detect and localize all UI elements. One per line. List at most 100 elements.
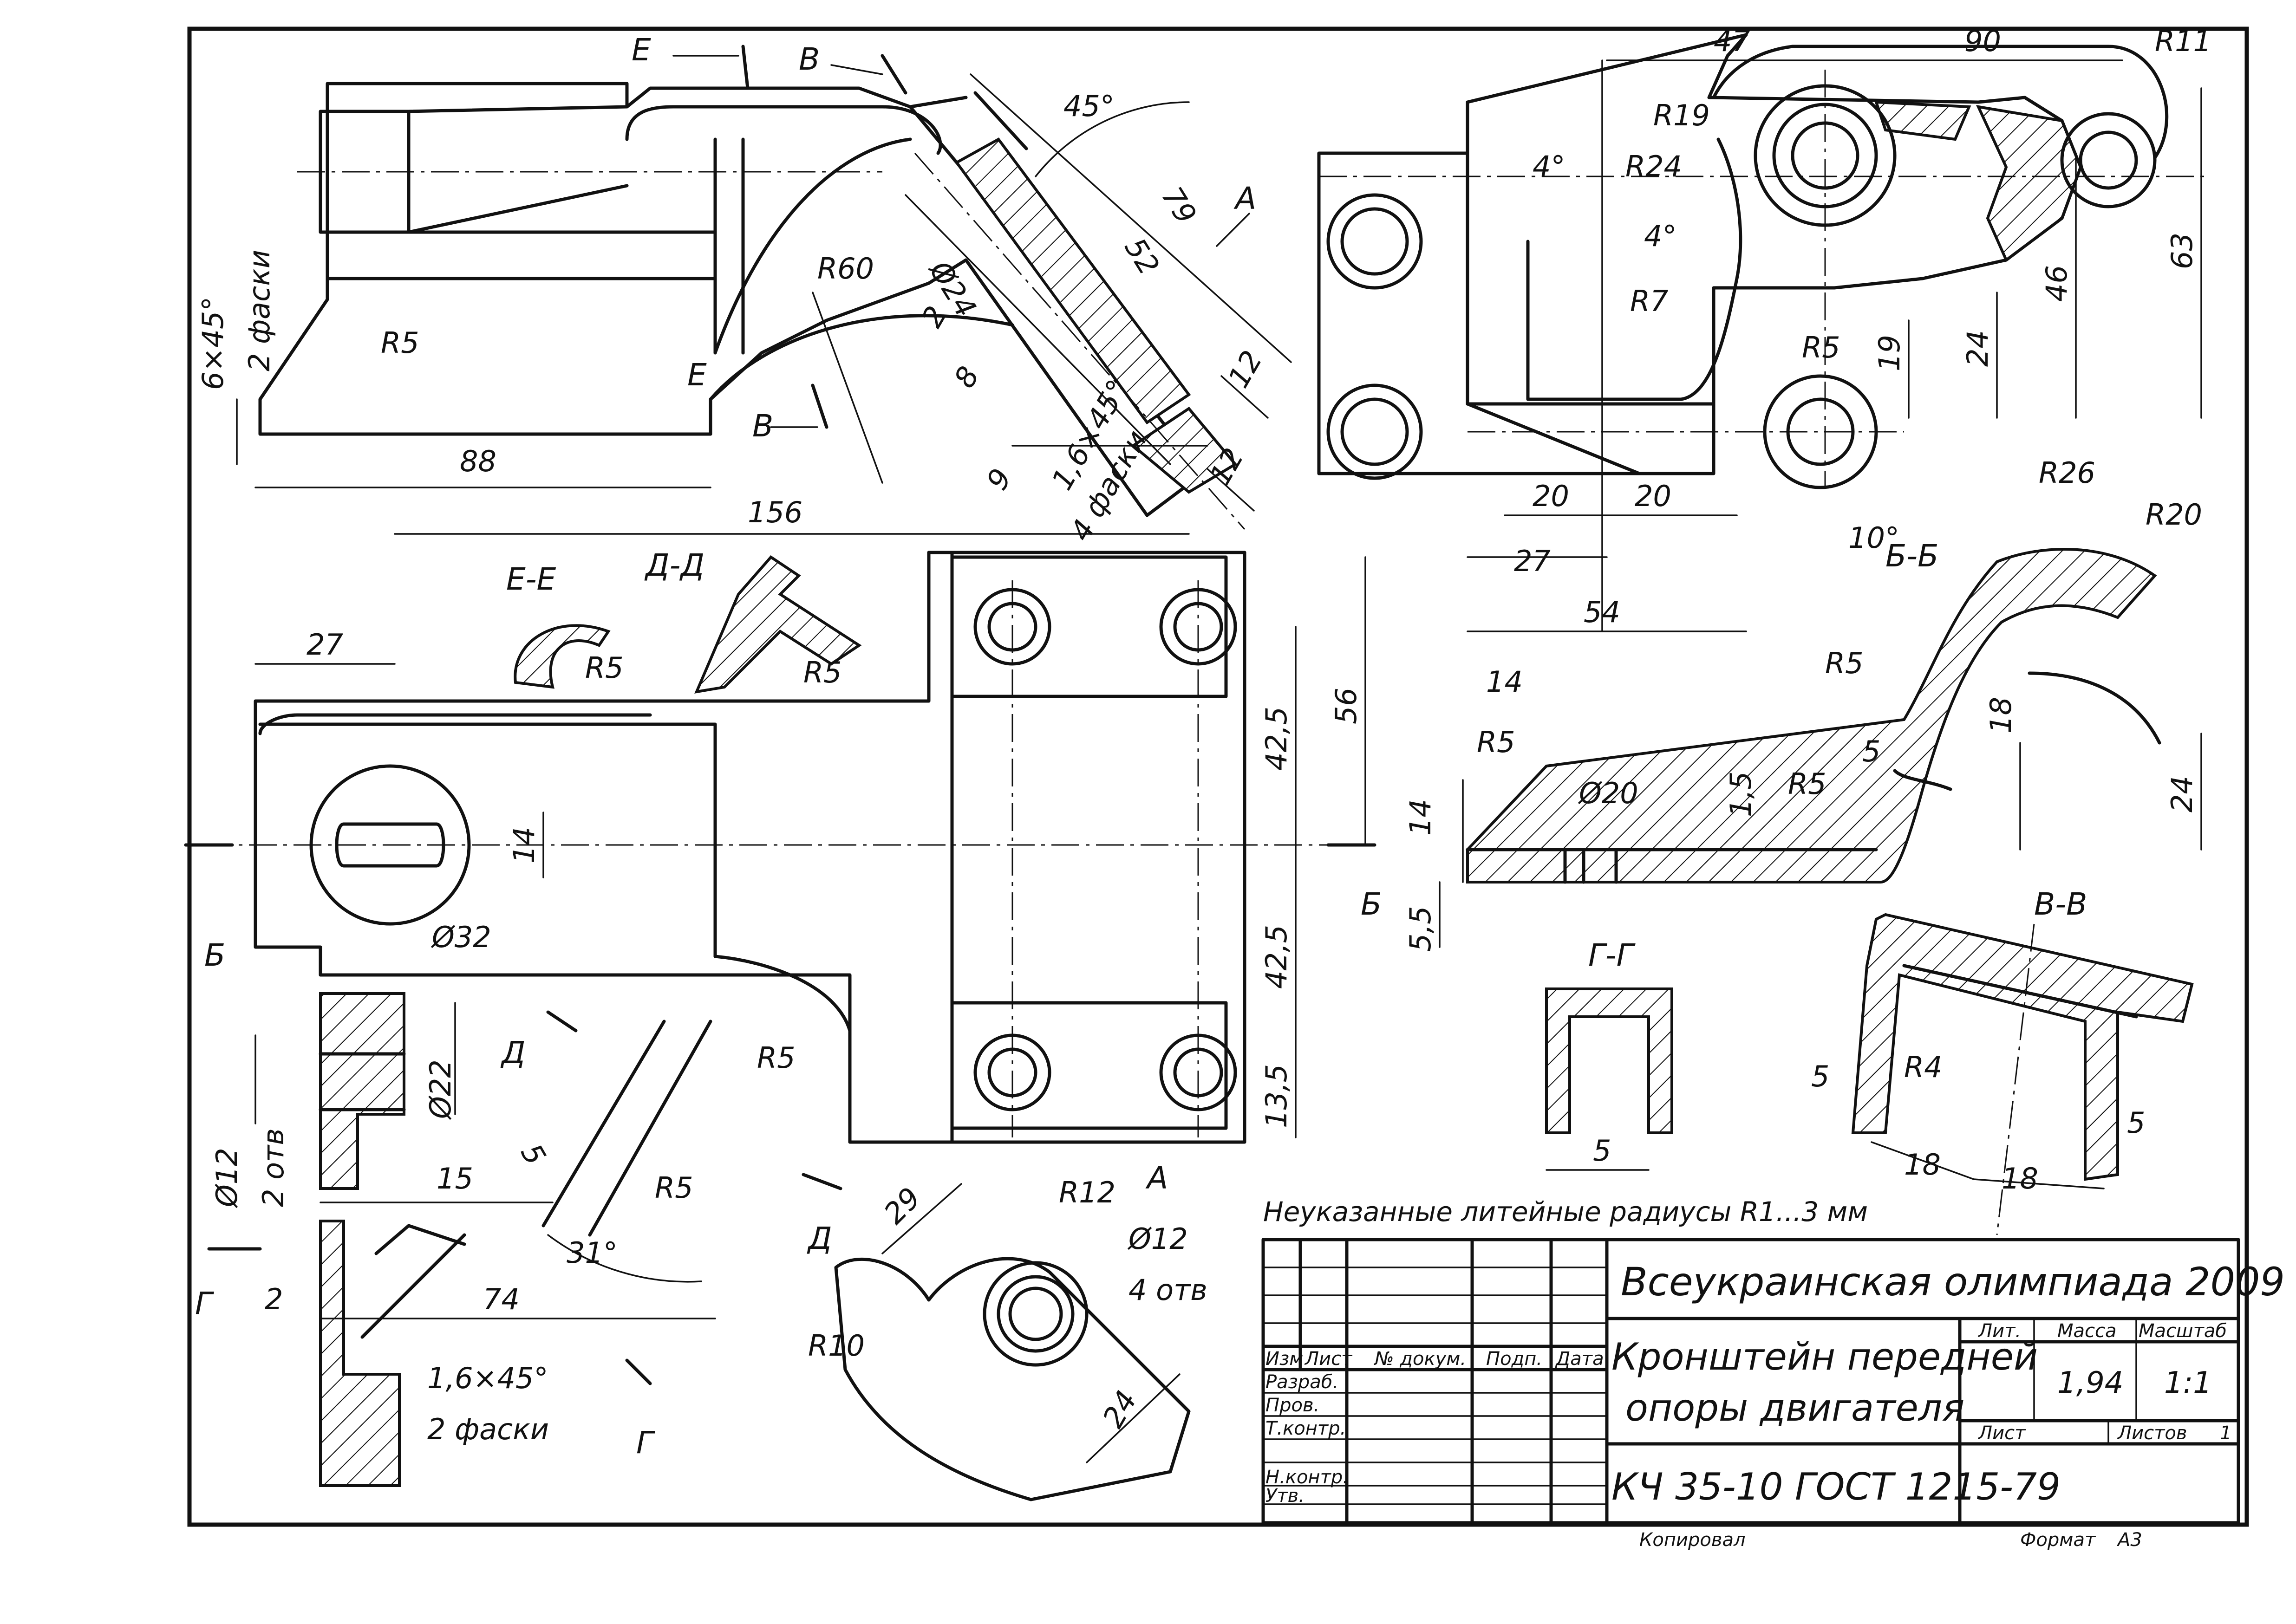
format-label: Формат: [2020, 1529, 2096, 1551]
front-view: [258, 45, 1246, 530]
plan-section-labels: Б Б Д Д А Г Г: [184, 843, 1382, 1461]
dim-front-8: 79: [1155, 181, 1203, 230]
dim-front-2: R5: [381, 326, 419, 360]
dim-bb-9: R5: [1788, 767, 1826, 801]
tb-role-approved: Утв.: [1265, 1485, 1305, 1507]
dim-view-a-1: R12: [1059, 1176, 1115, 1209]
dim-plan-2: Ø32: [430, 920, 491, 954]
dim-plan-5: 42,5: [1259, 925, 1293, 989]
dim-side-3: R19: [1653, 98, 1710, 132]
section-mark-b-right: Б: [1361, 886, 1382, 922]
dim-bb-10: 18: [1984, 697, 2018, 734]
dim-plan-9: R5: [757, 1041, 796, 1075]
dim-plan-0: 27: [307, 628, 343, 662]
section-title-bb: Б-Б: [1885, 538, 1938, 574]
dim-side-0: 47: [1714, 24, 1750, 58]
tb-col-list: Лист: [1304, 1348, 1353, 1370]
plan-view: [204, 551, 1365, 1487]
dim-view-a-0: 29: [877, 1181, 927, 1230]
dim-view-a-2: Ø12: [1127, 1222, 1188, 1256]
tb-scale-label: Масштаб: [2139, 1320, 2227, 1342]
tb-col-date: Дата: [1555, 1348, 1604, 1370]
dim-front-12: 9: [980, 463, 1018, 496]
section-title-gg: Г-Г: [1588, 937, 1636, 973]
tb-col-doc: № докум.: [1374, 1348, 1466, 1370]
tb-col-izm: Изм: [1265, 1348, 1303, 1370]
dim-side-14: 20: [1635, 479, 1671, 513]
section-mark-v-top: В: [799, 41, 820, 77]
tb-sheets-label: Листов: [2117, 1423, 2187, 1444]
dim-plan-10: R5: [655, 1171, 693, 1205]
dim-side-11: 24: [1961, 330, 1995, 367]
dim-front-3: 88: [460, 444, 496, 478]
section-mark-d-bottom: Д: [807, 1221, 832, 1256]
tb-role-tech-control: Т.контр.: [1265, 1418, 1346, 1439]
format-value: А3: [2116, 1529, 2142, 1551]
dim-side-13: 20: [1533, 479, 1569, 513]
dim-plan-12: Ø12: [210, 1148, 244, 1208]
dim-front-7: 45°: [1063, 89, 1115, 123]
dim-plan-13: 2 отв: [256, 1128, 290, 1207]
title-block: Изм Лист № докум. Подп. Дата Разраб. Про…: [1261, 1238, 2285, 1525]
dim-bb-8: 5: [1862, 734, 1880, 768]
dim-bb-2: R20: [2146, 498, 2202, 532]
dim-side-5: 4°: [1533, 149, 1565, 183]
dim-vv-3: 18: [2002, 1162, 2038, 1195]
dim-plan-15: 5: [514, 1138, 553, 1171]
tb-part-name-1: Кронштейн передней: [1611, 1335, 2038, 1378]
copied-label: Копировал: [1639, 1529, 1746, 1551]
plan-view-dims: 27 14 Ø32 56 42,5 42,5 13,5 R5 R5 R5 R5 …: [210, 556, 1366, 1446]
dim-bb-0: 10°: [1848, 521, 1899, 555]
dim-side-16: 54: [1584, 595, 1620, 629]
section-vv: В-В 5 R4 18 18 5: [1811, 886, 2194, 1235]
section-dd: Д-Д: [644, 547, 862, 694]
dim-front-9: 52: [1118, 232, 1166, 281]
dim-plan-4: 42,5: [1259, 707, 1293, 771]
dim-front-15: 12: [1221, 345, 1269, 394]
dim-vv-1: R4: [1904, 1050, 1943, 1084]
section-mark-g-left: Г: [195, 1286, 215, 1321]
section-ee: Е-Е R5: [506, 561, 624, 689]
section-mark-g-bottom: Г: [636, 1425, 656, 1461]
view-a: 29 R12 Ø12 4 отв R10 24: [808, 1176, 1207, 1501]
dim-bb-12: 14: [1403, 799, 1437, 836]
tb-sheet-label: Лист: [1977, 1423, 2026, 1444]
dim-bb-3: 14: [1486, 665, 1523, 699]
dim-bb-7: 1,5: [1724, 771, 1758, 817]
tb-lit-label: Лит.: [1977, 1320, 2021, 1342]
dim-plan-20: 2 фаски: [427, 1412, 549, 1446]
casting-radii-note: Неуказанные литейные радиусы R1...3 мм: [1263, 1196, 1868, 1228]
dim-side-4: R24: [1625, 149, 1682, 183]
tb-role-checked: Пров.: [1265, 1395, 1319, 1416]
dim-plan-7: R5: [585, 651, 624, 685]
dim-side-2: R11: [2155, 24, 2211, 58]
dim-side-1: 90: [1964, 24, 2001, 58]
dim-side-10: 46: [2040, 265, 2074, 302]
front-section-labels: Е В Е В А: [632, 32, 1256, 444]
dim-bb-5: R5: [1477, 725, 1515, 759]
tb-mass-value: 1,94: [2057, 1366, 2124, 1400]
dim-plan-6: 13,5: [1259, 1064, 1293, 1128]
section-bb: Б-Б 10° R26 R20 14 R5 R5 Ø20 1,5 5 R5 18…: [1403, 456, 2202, 952]
dim-plan-16: 31°: [567, 1236, 618, 1270]
dim-plan-19: 1,6×45°: [427, 1361, 548, 1395]
side-view: [1317, 33, 2211, 489]
tb-col-sign: Подп.: [1486, 1348, 1542, 1370]
tb-mass-label: Масса: [2057, 1320, 2117, 1342]
dim-side-15: 27: [1514, 544, 1551, 578]
dim-side-7: R7: [1630, 284, 1669, 318]
section-mark-e-top: Е: [632, 32, 651, 68]
tb-organization: Всеукраинская олимпиада 2009: [1621, 1259, 2285, 1305]
dim-front-1: 2 фаски: [242, 250, 276, 371]
dim-plan-11: Ø22: [424, 1059, 457, 1120]
view-mark-a-top: А: [1233, 181, 1256, 216]
dim-bb-13: 5,5: [1403, 906, 1437, 952]
tb-role-developed: Разраб.: [1265, 1371, 1338, 1393]
dim-vv-0: 5: [1811, 1059, 1829, 1093]
dim-bb-6: Ø20: [1578, 776, 1638, 810]
section-title-vv: В-В: [2034, 886, 2087, 922]
sheet-frame: [187, 26, 2249, 1527]
section-mark-b-left: Б: [204, 937, 225, 973]
dim-side-8: R5: [1802, 331, 1840, 364]
